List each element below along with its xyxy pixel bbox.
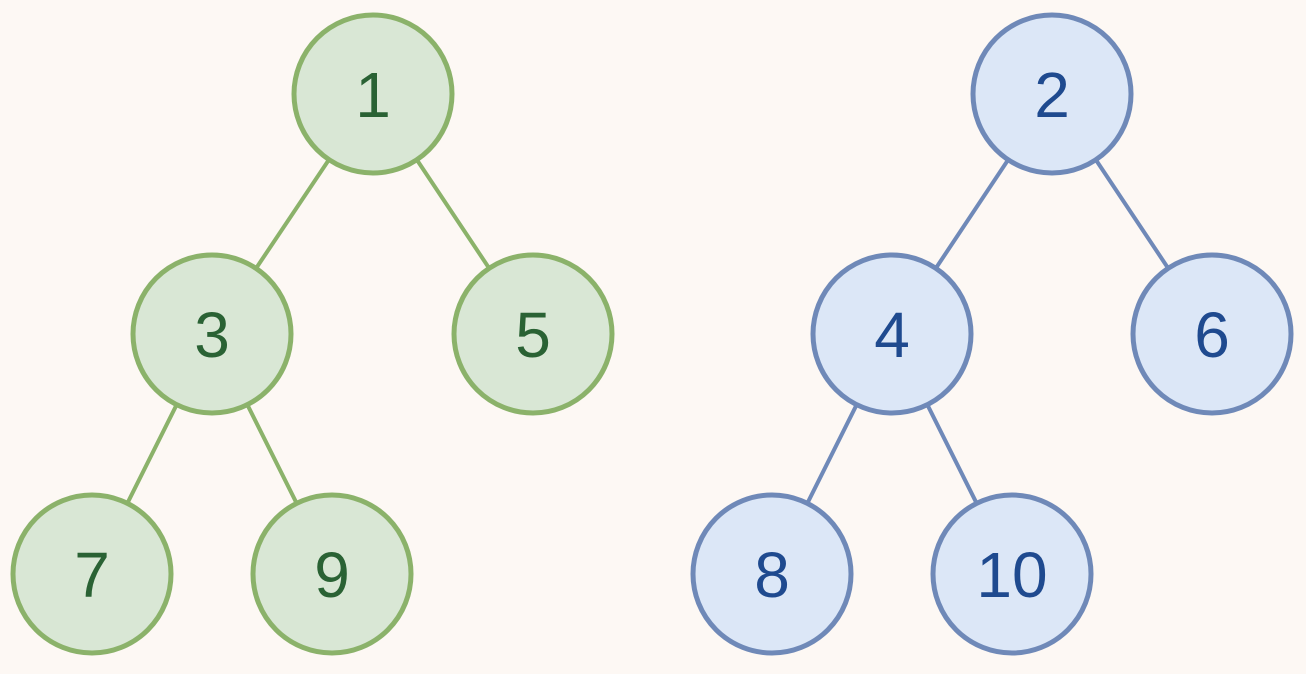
node-n3: 3 — [130, 252, 294, 416]
node-label: 3 — [194, 299, 230, 371]
node-label: 5 — [515, 299, 551, 371]
node-circle — [810, 252, 974, 416]
node-n8: 8 — [690, 492, 854, 656]
edge-n1-n5 — [416, 160, 490, 268]
node-circle — [451, 252, 615, 416]
node-label: 4 — [874, 299, 910, 371]
edge-n2-n6 — [1095, 160, 1169, 268]
node-circle — [930, 492, 1094, 656]
edge-n3-n7 — [126, 405, 178, 503]
node-circle — [291, 12, 455, 176]
node-circle — [130, 252, 294, 416]
node-n5: 5 — [451, 252, 615, 416]
node-circle — [10, 492, 174, 656]
edge-n4-n8 — [806, 405, 858, 503]
node-circle — [970, 12, 1134, 176]
edge-n3-n9 — [246, 405, 298, 503]
edge-n1-n3 — [255, 160, 330, 268]
node-label: 2 — [1034, 59, 1070, 131]
node-circle — [690, 492, 854, 656]
node-label: 7 — [74, 539, 110, 611]
blue-tree: 2 4 6 8 10 — [690, 12, 1294, 656]
node-label: 6 — [1194, 299, 1230, 371]
edge-n2-n4 — [935, 160, 1009, 268]
node-n2: 2 — [970, 12, 1134, 176]
edge-n4-n10 — [926, 405, 978, 503]
node-n1: 1 — [291, 12, 455, 176]
node-label: 1 — [355, 59, 391, 131]
node-label: 10 — [976, 539, 1047, 611]
node-label: 9 — [314, 539, 350, 611]
node-n6: 6 — [1130, 252, 1294, 416]
node-n10: 10 — [930, 492, 1094, 656]
node-n9: 9 — [250, 492, 414, 656]
green-tree: 1 3 5 7 9 — [10, 12, 615, 656]
node-circle — [1130, 252, 1294, 416]
node-n4: 4 — [810, 252, 974, 416]
node-label: 8 — [754, 539, 790, 611]
node-circle — [250, 492, 414, 656]
node-n7: 7 — [10, 492, 174, 656]
